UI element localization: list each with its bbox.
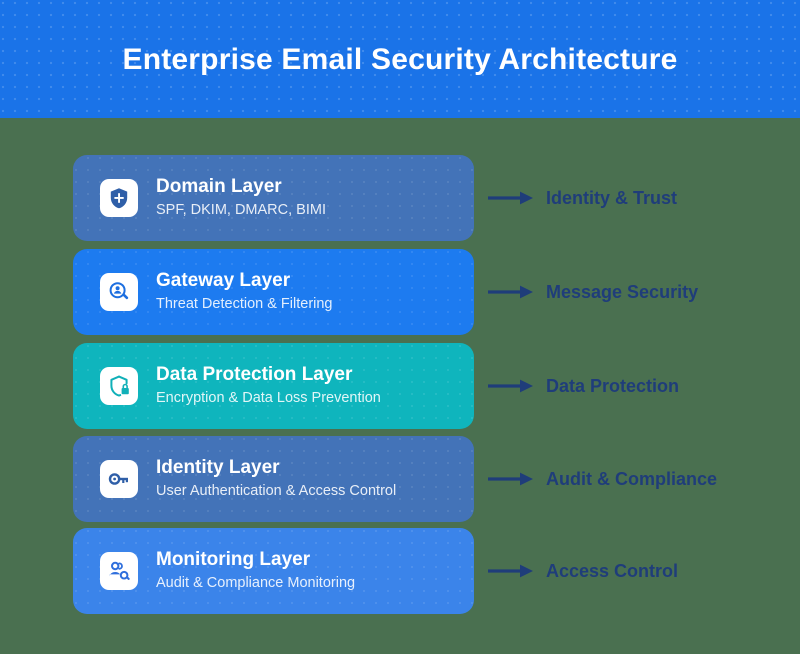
arrow-label: Access Control	[546, 561, 679, 581]
layer-row-identity: Identity Layer User Authentication & Acc…	[0, 436, 800, 522]
shield-check-icon	[100, 179, 138, 217]
layer-subtitle: Encryption & Data Loss Prevention	[156, 389, 381, 406]
layer-card-domain[interactable]: Domain Layer SPF, DKIM, DMARC, BIMI	[73, 155, 474, 241]
layer-text-monitoring: Monitoring Layer Audit & Compliance Moni…	[156, 549, 355, 594]
layer-subtitle: SPF, DKIM, DMARC, BIMI	[156, 201, 326, 218]
arrow-right-icon	[488, 472, 533, 486]
shield-lock-icon	[100, 367, 138, 405]
layer-text-gateway: Gateway Layer Threat Detection & Filteri…	[156, 270, 333, 315]
layer-text-domain: Domain Layer SPF, DKIM, DMARC, BIMI	[156, 176, 326, 221]
arrow-right-icon	[488, 285, 533, 299]
layer-card-data-protection[interactable]: Data Protection Layer Encryption & Data …	[73, 343, 474, 429]
key-icon	[100, 460, 138, 498]
layer-title: Gateway Layer	[156, 269, 291, 291]
header-banner: Enterprise Email Security Architecture	[0, 0, 800, 118]
arrow-group-domain: Identity & Trust	[488, 155, 677, 241]
layer-subtitle: Threat Detection & Filtering	[156, 295, 333, 312]
arrow-label: Data Protection	[546, 376, 680, 396]
layer-row-domain: Domain Layer SPF, DKIM, DMARC, BIMI Iden…	[0, 155, 800, 241]
arrow-group-gateway: Message Security	[488, 249, 698, 335]
arrow-label: Identity & Trust	[546, 188, 678, 208]
layer-subtitle: User Authentication & Access Control	[156, 482, 397, 499]
layer-row-gateway: Gateway Layer Threat Detection & Filteri…	[0, 249, 800, 335]
layer-card-gateway[interactable]: Gateway Layer Threat Detection & Filteri…	[73, 249, 474, 335]
layer-card-identity[interactable]: Identity Layer User Authentication & Acc…	[73, 436, 474, 522]
arrow-group-identity: Audit & Compliance	[488, 436, 717, 522]
layer-text-data-protection: Data Protection Layer Encryption & Data …	[156, 364, 381, 409]
layer-text-identity: Identity Layer User Authentication & Acc…	[156, 457, 396, 502]
arrow-right-icon	[488, 564, 533, 578]
layer-title: Data Protection Layer	[156, 363, 353, 385]
layer-card-monitoring[interactable]: Monitoring Layer Audit & Compliance Moni…	[73, 528, 474, 614]
arrow-label: Message Security	[546, 282, 699, 302]
arrow-label: Audit & Compliance	[546, 469, 718, 489]
arrow-group-monitoring: Access Control	[488, 528, 678, 614]
search-person-icon	[100, 273, 138, 311]
layer-title: Identity Layer	[156, 456, 280, 478]
person-search-icon	[100, 552, 138, 590]
layer-row-data-protection: Data Protection Layer Encryption & Data …	[0, 343, 800, 429]
page-title: Enterprise Email Security Architecture	[122, 42, 678, 76]
arrow-right-icon	[488, 191, 533, 205]
layer-title: Monitoring Layer	[156, 548, 311, 570]
layer-row-monitoring: Monitoring Layer Audit & Compliance Moni…	[0, 528, 800, 614]
arrow-group-data-protection: Data Protection	[488, 343, 679, 429]
arrow-right-icon	[488, 379, 533, 393]
layer-subtitle: Audit & Compliance Monitoring	[156, 574, 356, 591]
layer-title: Domain Layer	[156, 175, 282, 197]
